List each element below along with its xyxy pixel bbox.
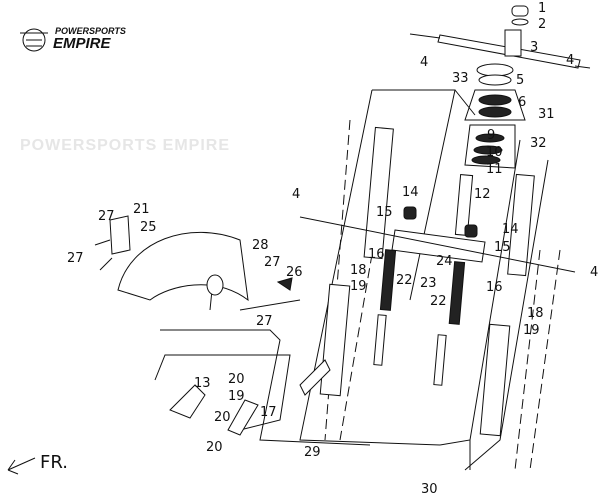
callout: 22	[396, 273, 413, 288]
callout: 4	[420, 55, 428, 70]
callout: 2	[538, 17, 546, 32]
front-fender	[94, 215, 293, 302]
svg-text:POWERSPORTS: POWERSPORTS	[55, 26, 126, 36]
callout: 15	[376, 205, 393, 220]
steering-top-parts	[409, 5, 591, 169]
callout: 4	[566, 53, 574, 68]
callout: 21	[133, 202, 150, 217]
callout: 22	[430, 294, 447, 309]
callout: 1	[538, 1, 546, 16]
callout: 9	[487, 128, 495, 143]
callout: 20	[206, 440, 223, 455]
callout: 27	[67, 251, 84, 266]
callout: 17	[260, 405, 277, 420]
callout: 19	[350, 279, 367, 294]
callout: 15	[494, 240, 511, 255]
callout: 20	[228, 372, 245, 387]
callout: 27	[256, 314, 273, 329]
callout: 27	[264, 255, 281, 270]
callout: 4	[590, 265, 598, 280]
callout: 19	[228, 389, 245, 404]
callout: 16	[368, 247, 385, 262]
callout: 18	[527, 306, 544, 321]
callout: 20	[214, 410, 231, 425]
callout: 30	[421, 482, 438, 497]
svg-text:FR.: FR.	[40, 452, 68, 473]
callout: 10	[486, 145, 503, 160]
front-direction-arrow: FR.	[7, 452, 68, 475]
callout: 14	[402, 185, 419, 200]
callout: 4	[292, 187, 300, 202]
callout: 23	[420, 276, 437, 291]
callout: 5	[516, 73, 524, 88]
svg-text:EMPIRE: EMPIRE	[53, 35, 112, 52]
brand-logo: POWERSPORTS EMPIRE	[20, 26, 126, 52]
callout: 3	[530, 40, 538, 55]
callout: 11	[486, 162, 503, 177]
callout: 33	[452, 71, 469, 86]
callout-labels: 1 2 3 4 4 33 5 6 31 9 32 10 11 12 14 15 …	[67, 1, 598, 497]
callout: 6	[518, 95, 526, 110]
callout: 32	[530, 136, 547, 151]
callout: 24	[436, 254, 453, 269]
callout: 31	[538, 107, 555, 122]
callout: 27	[98, 209, 115, 224]
assembly-outlines	[154, 89, 561, 471]
callout: 14	[502, 222, 519, 237]
callout: 29	[304, 445, 321, 460]
callout: 25	[140, 220, 157, 235]
callout: 13	[194, 376, 211, 391]
callout: 19	[523, 323, 540, 338]
callout: 18	[350, 263, 367, 278]
watermark: POWERSPORTS EMPIRE	[20, 137, 230, 154]
callout: 28	[252, 238, 269, 253]
callout: 16	[486, 280, 503, 295]
fork-tubes	[299, 126, 576, 437]
brake-brackets	[169, 359, 331, 436]
callout: 12	[474, 187, 491, 202]
callout: 26	[286, 265, 303, 280]
